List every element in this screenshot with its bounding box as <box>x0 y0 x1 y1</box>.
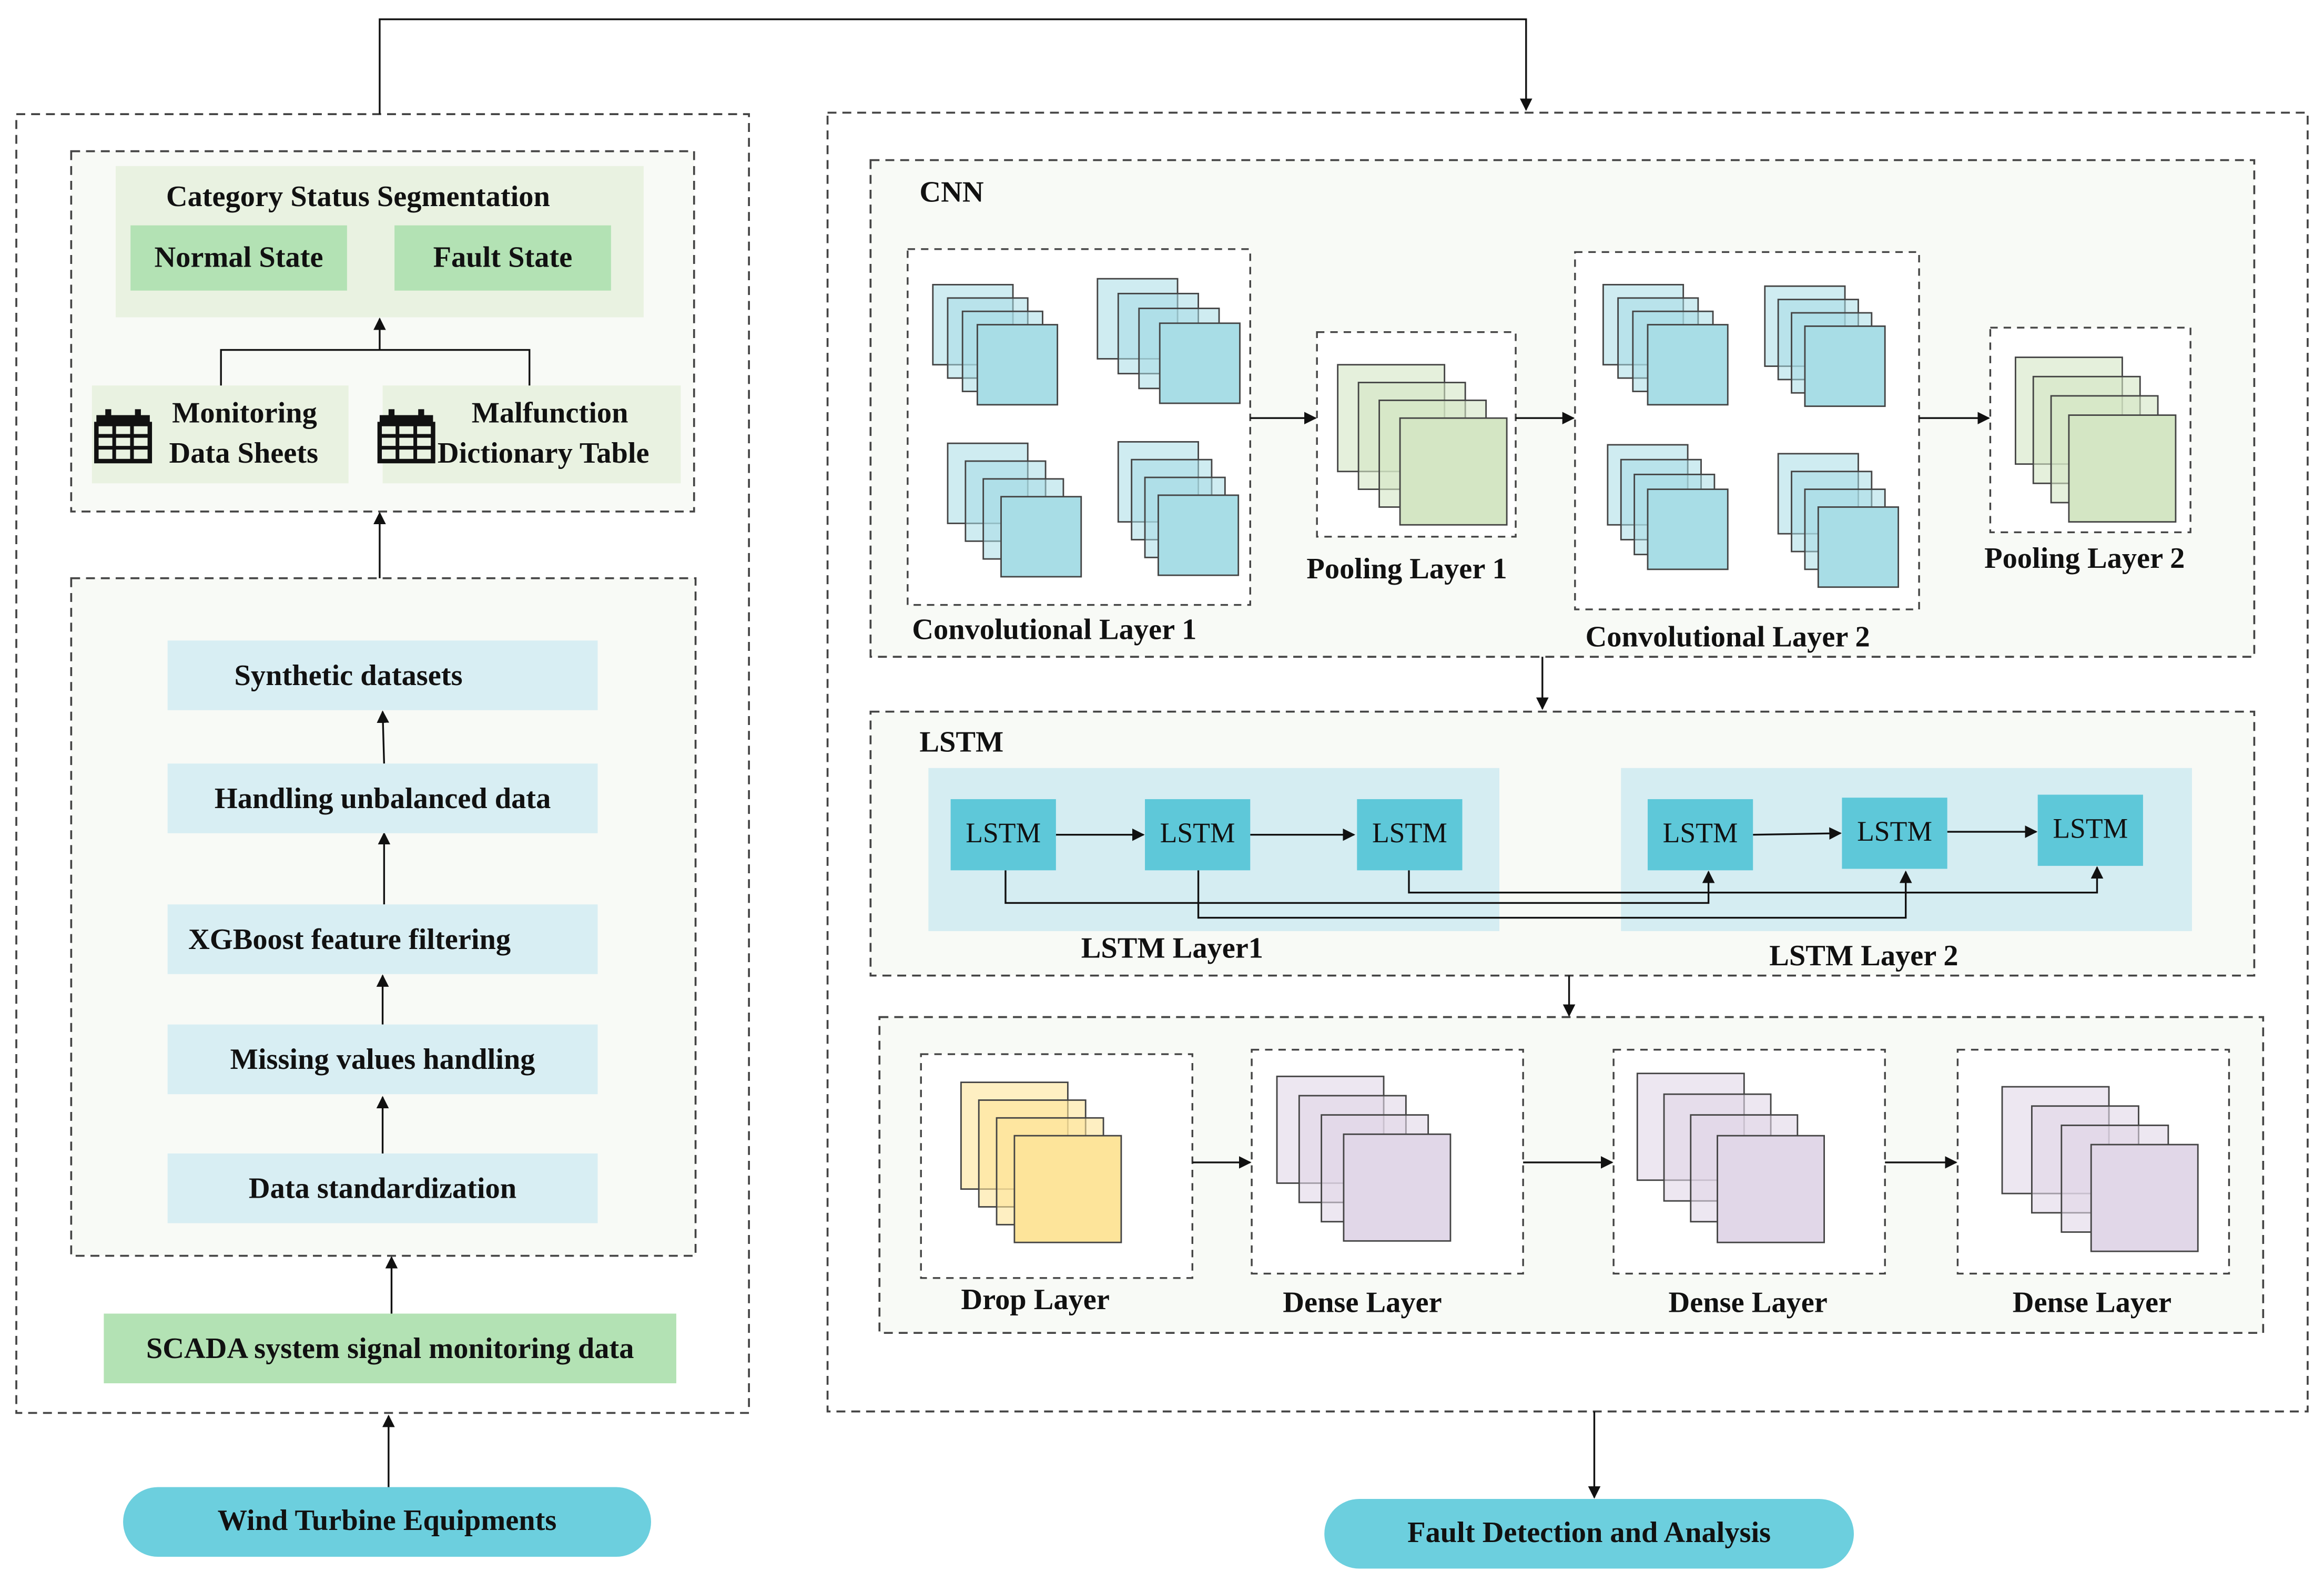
cnn-title: CNN <box>919 176 984 209</box>
wind-turbine-pill: Wind Turbine Equipments <box>123 1487 651 1557</box>
lstm-cell-2-1: LSTM <box>1648 799 1753 871</box>
lstm-title: LSTM <box>919 726 1004 759</box>
lstm-cell-2-2: LSTM <box>1842 798 1947 869</box>
drop-layer-label: Drop Layer <box>961 1284 1110 1317</box>
step-data-standardization: Data standardization <box>167 1153 598 1223</box>
lstm-cell-2-3: LSTM <box>2037 794 2143 866</box>
conv1-stack-d <box>1117 441 1240 576</box>
dense2-stack <box>1636 1073 1825 1243</box>
lstm-cell-1-3: LSTM <box>1357 799 1463 871</box>
lstm-cell-1-1: LSTM <box>950 799 1056 871</box>
lstm-cell-1-2: LSTM <box>1145 799 1251 871</box>
conv-layer-2-label: Convolutional Layer 2 <box>1585 621 1870 654</box>
table-icon <box>94 409 153 464</box>
conv1-stack-c <box>947 442 1082 578</box>
normal-state-box: Normal State <box>130 225 347 291</box>
malfunction-table-line2: Dictionary Table <box>437 437 649 470</box>
monitoring-sheets-line2: Data Sheets <box>169 437 319 470</box>
scada-data-box: SCADA system signal monitoring data <box>104 1313 676 1384</box>
monitoring-sheets-line1: Monitoring <box>172 397 317 430</box>
dense1-stack <box>1276 1075 1452 1242</box>
lstm-layer-2-label: LSTM Layer 2 <box>1769 940 1958 973</box>
table-icon <box>377 409 435 464</box>
step-handling-unbalanced: Handling unbalanced data <box>167 763 598 833</box>
step-missing-values: Missing values handling <box>167 1024 598 1095</box>
pool1-stack <box>1337 364 1508 526</box>
conv2-stack-c <box>1607 444 1729 570</box>
malfunction-table-line1: Malfunction <box>471 397 628 430</box>
lstm-layer-1-label: LSTM Layer1 <box>1081 932 1264 965</box>
conv2-stack-b <box>1764 285 1886 407</box>
pooling-layer-1-label: Pooling Layer 1 <box>1306 553 1507 586</box>
step-xgboost-filtering: XGBoost feature filtering <box>167 904 598 974</box>
dense-layer-1-label: Dense Layer <box>1283 1287 1442 1320</box>
fault-detection-pill: Fault Detection and Analysis <box>1324 1499 1854 1569</box>
conv2-stack-a <box>1602 284 1729 406</box>
dense-layer-2-label: Dense Layer <box>1668 1287 1828 1320</box>
conv1-stack-b <box>1097 278 1241 404</box>
dense3-stack <box>2001 1086 2199 1252</box>
pooling-layer-2-label: Pooling Layer 2 <box>1984 543 2185 576</box>
category-status-title: Category Status Segmentation <box>166 181 550 214</box>
drop-stack <box>960 1081 1122 1243</box>
fault-state-box: Fault State <box>394 225 611 291</box>
conv1-stack-a <box>932 284 1059 406</box>
conv2-stack-d <box>1777 453 1900 588</box>
conv-layer-1-label: Convolutional Layer 1 <box>912 614 1197 647</box>
dense-layer-3-label: Dense Layer <box>2012 1287 2172 1320</box>
pool2-stack <box>2014 356 2177 523</box>
step-synthetic-datasets: Synthetic datasets <box>167 640 598 710</box>
